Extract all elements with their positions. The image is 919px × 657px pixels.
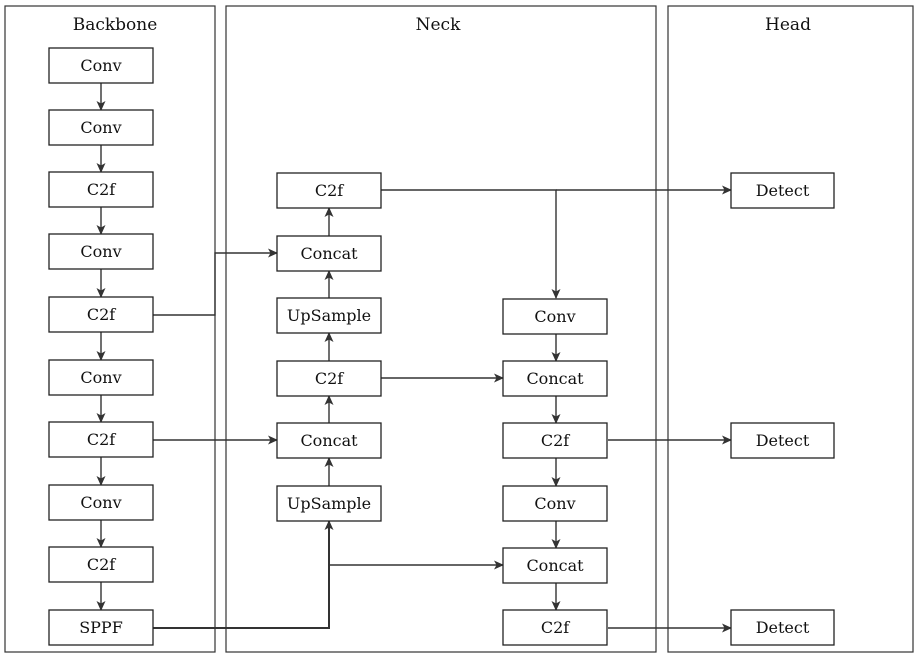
node-m5: Concat bbox=[502, 547, 608, 584]
node-n5: Concat bbox=[276, 422, 382, 459]
node-h1-label: Detect bbox=[756, 181, 810, 200]
node-b4-label: Conv bbox=[80, 242, 121, 261]
node-m2-label: Concat bbox=[526, 369, 584, 388]
node-m1-label: Conv bbox=[534, 307, 575, 326]
node-m4-label: Conv bbox=[534, 494, 575, 513]
node-b3-label: C2f bbox=[87, 180, 116, 199]
node-b7-label: C2f bbox=[87, 430, 116, 449]
node-n1-label: C2f bbox=[315, 181, 344, 200]
node-n6: UpSample bbox=[276, 485, 382, 522]
node-m3-label: C2f bbox=[541, 431, 570, 450]
node-b6: Conv bbox=[48, 359, 154, 396]
node-n5-label: Concat bbox=[300, 431, 358, 450]
head-panel: Head bbox=[667, 5, 914, 653]
backbone-title: Backbone bbox=[73, 15, 158, 35]
node-b9-label: C2f bbox=[87, 555, 116, 574]
edge-n1-m1 bbox=[381, 189, 561, 299]
node-h3: Detect bbox=[730, 609, 835, 646]
edges bbox=[96, 83, 732, 633]
node-n2-label: Concat bbox=[300, 244, 358, 263]
node-b6-label: Conv bbox=[80, 368, 121, 387]
node-m1: Conv bbox=[502, 298, 608, 335]
node-h2: Detect bbox=[730, 422, 835, 459]
head-title: Head bbox=[765, 15, 811, 35]
node-n2: Concat bbox=[276, 235, 382, 272]
node-b1-label: Conv bbox=[80, 56, 121, 75]
node-b8-label: Conv bbox=[80, 493, 121, 512]
backbone-panel: Backbone bbox=[4, 5, 216, 653]
node-n1: C2f bbox=[276, 172, 382, 209]
node-b5: C2f bbox=[48, 296, 154, 333]
node-b8: Conv bbox=[48, 484, 154, 521]
node-n3: UpSample bbox=[276, 297, 382, 334]
node-h3-label: Detect bbox=[756, 618, 810, 637]
edge-b5-n2 bbox=[153, 248, 278, 316]
node-b2-label: Conv bbox=[80, 118, 121, 137]
node-n3-label: UpSample bbox=[287, 306, 371, 325]
node-b7: C2f bbox=[48, 421, 154, 458]
node-n4-label: C2f bbox=[315, 369, 344, 388]
node-b10-label: SPPF bbox=[79, 618, 123, 637]
node-b5-label: C2f bbox=[87, 305, 116, 324]
node-b9: C2f bbox=[48, 546, 154, 583]
node-m6: C2f bbox=[502, 609, 608, 646]
neck-title: Neck bbox=[416, 15, 461, 35]
node-m6-label: C2f bbox=[541, 618, 570, 637]
node-n4: C2f bbox=[276, 360, 382, 397]
node-b2: Conv bbox=[48, 109, 154, 146]
node-m5-label: Concat bbox=[526, 556, 584, 575]
edge-b10-n6 bbox=[153, 520, 334, 629]
neck-panel: Neck bbox=[225, 5, 657, 653]
node-h1: Detect bbox=[730, 172, 835, 209]
node-m2: Concat bbox=[502, 360, 608, 397]
node-h2-label: Detect bbox=[756, 431, 810, 450]
node-b3: C2f bbox=[48, 171, 154, 208]
node-b1: Conv bbox=[48, 47, 154, 84]
node-b4: Conv bbox=[48, 233, 154, 270]
node-b10: SPPF bbox=[48, 609, 154, 646]
node-m4: Conv bbox=[502, 485, 608, 522]
node-m3: C2f bbox=[502, 422, 608, 459]
node-n6-label: UpSample bbox=[287, 494, 371, 513]
